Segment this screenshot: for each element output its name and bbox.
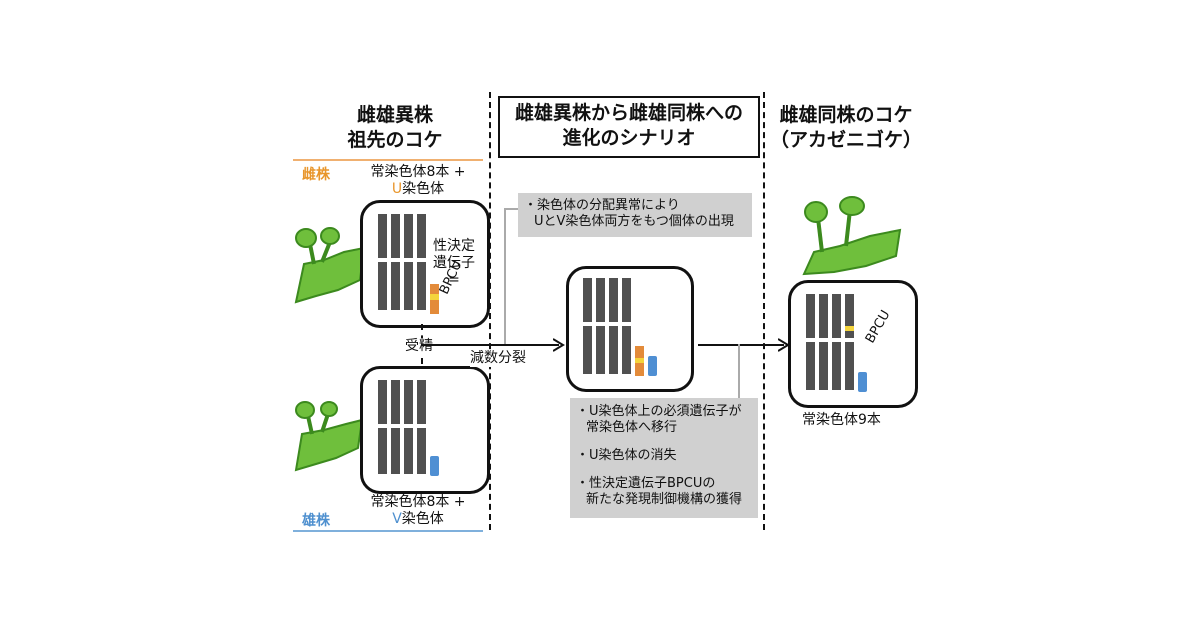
middle-header: 雌雄異株から雌雄同株への 進化のシナリオ bbox=[498, 101, 760, 151]
note-top-line1: ・染色体の分配異常により bbox=[524, 198, 680, 213]
middle-header-frame bbox=[498, 96, 760, 158]
chromosome bbox=[609, 278, 618, 322]
female-chrom-label: 常染色体8本 + U染色体 bbox=[358, 164, 478, 198]
male-chrom-line1: 常染色体8本 + bbox=[370, 494, 466, 510]
male-chrom-rest: 染色体 bbox=[401, 511, 444, 527]
note-top-connector bbox=[504, 208, 506, 344]
chromosome bbox=[404, 428, 413, 474]
chromosome bbox=[404, 214, 413, 258]
chromosome bbox=[417, 380, 426, 424]
male-label: 雄株 bbox=[302, 513, 330, 529]
chromosome bbox=[819, 342, 828, 390]
chromosome bbox=[404, 380, 413, 424]
note-bottom-item3-line2: 新たな発現制御機構の獲得 bbox=[586, 492, 743, 507]
male-chrom-label: 常染色体8本 + V染色体 bbox=[358, 494, 478, 528]
chromosome bbox=[583, 326, 592, 374]
right-header-line1: 雌雄同株のコケ bbox=[779, 104, 913, 126]
v-chromosome bbox=[858, 372, 867, 392]
chromosome bbox=[391, 214, 400, 258]
note-top-connector-h bbox=[504, 208, 518, 210]
chromosome bbox=[583, 278, 592, 322]
v-chromosome bbox=[430, 456, 439, 476]
chromosome bbox=[622, 278, 631, 322]
note-bottom-item1-line1: ・U染色体上の必須遺伝子が bbox=[576, 404, 742, 419]
bpcu-marker bbox=[845, 326, 854, 331]
middle-header-line1: 雌雄異株から雌雄同株への bbox=[514, 102, 743, 124]
male-chrom-line2: V染色体 bbox=[358, 511, 478, 528]
divider-left bbox=[489, 92, 491, 530]
v-chromosome bbox=[648, 356, 657, 376]
note-bottom: ・U染色体上の必須遺伝子が 常染色体へ移行 ・U染色体の消失 ・性決定遺伝子BP… bbox=[570, 398, 758, 518]
chromosome bbox=[417, 428, 426, 474]
chromosome bbox=[845, 294, 854, 338]
note-top-line2: UとV染色体両方をもつ個体の出現 bbox=[534, 214, 734, 229]
note-bottom-item1-line2: 常染色体へ移行 bbox=[586, 420, 678, 435]
chromosome bbox=[391, 428, 400, 474]
bpcu-marker bbox=[635, 358, 644, 363]
chromosome bbox=[819, 294, 828, 338]
chromosome bbox=[378, 262, 387, 310]
sex-gene-line1: 性決定 bbox=[433, 238, 475, 254]
chromosome bbox=[596, 278, 605, 322]
chromosome bbox=[845, 342, 854, 390]
chromosome bbox=[391, 262, 400, 310]
chromosome bbox=[596, 326, 605, 374]
note-bottom-item3-line1: ・性決定遺伝子BPCUの bbox=[576, 476, 716, 491]
u-letter: U bbox=[391, 181, 403, 197]
note-top: ・染色体の分配異常により UとV染色体両方をもつ個体の出現 bbox=[518, 193, 752, 237]
left-header: 雌雄異株 祖先のコケ bbox=[300, 103, 490, 153]
monoecious-plant-icon bbox=[802, 196, 902, 276]
chromosome bbox=[832, 294, 841, 338]
chromosome bbox=[417, 262, 426, 310]
sex-gene-line2: 遺伝子 bbox=[433, 255, 475, 271]
chromosome bbox=[832, 342, 841, 390]
sex-gene-line3: = bbox=[448, 272, 460, 288]
arrow-to-right bbox=[698, 344, 784, 346]
arrow-to-middle bbox=[421, 344, 559, 346]
right-header: 雌雄同株のコケ （アカゼニゴケ） bbox=[766, 103, 926, 153]
chromosome bbox=[806, 342, 815, 390]
chromosome bbox=[609, 326, 618, 374]
female-chrom-rest: 染色体 bbox=[402, 181, 445, 197]
left-header-line2: 祖先のコケ bbox=[347, 129, 443, 151]
male-rule bbox=[293, 530, 483, 532]
chromosome bbox=[404, 262, 413, 310]
chromosome bbox=[417, 214, 426, 258]
left-header-line1: 雌雄異株 bbox=[356, 104, 433, 126]
chromosome bbox=[622, 326, 631, 374]
female-rule bbox=[293, 159, 483, 161]
sex-gene-label: 性決定 遺伝子 = bbox=[426, 238, 482, 289]
bpcu-marker bbox=[430, 294, 439, 300]
meiosis-label: 減数分裂 bbox=[470, 350, 526, 367]
female-label: 雌株 bbox=[302, 167, 330, 183]
male-plant-icon bbox=[294, 401, 364, 472]
chromosome bbox=[391, 380, 400, 424]
result-chrom-label: 常染色体9本 bbox=[802, 412, 881, 428]
female-chrom-line1: 常染色体8本 + bbox=[370, 164, 466, 180]
right-header-line2: （アカゼニゴケ） bbox=[769, 129, 922, 151]
fertilization-label: 受精 bbox=[403, 338, 435, 355]
note-bottom-connector bbox=[738, 344, 740, 398]
chromosome bbox=[806, 294, 815, 338]
note-bottom-item2: ・U染色体の消失 bbox=[576, 448, 677, 463]
arrow-head-icon bbox=[553, 338, 565, 352]
female-chrom-line2: U染色体 bbox=[358, 181, 478, 198]
chromosome bbox=[378, 380, 387, 424]
v-letter: V bbox=[392, 511, 402, 527]
divider-right bbox=[763, 92, 765, 530]
middle-header-line2: 進化のシナリオ bbox=[562, 127, 696, 149]
chromosome bbox=[378, 214, 387, 258]
chromosome bbox=[378, 428, 387, 474]
female-plant-icon bbox=[294, 227, 366, 304]
